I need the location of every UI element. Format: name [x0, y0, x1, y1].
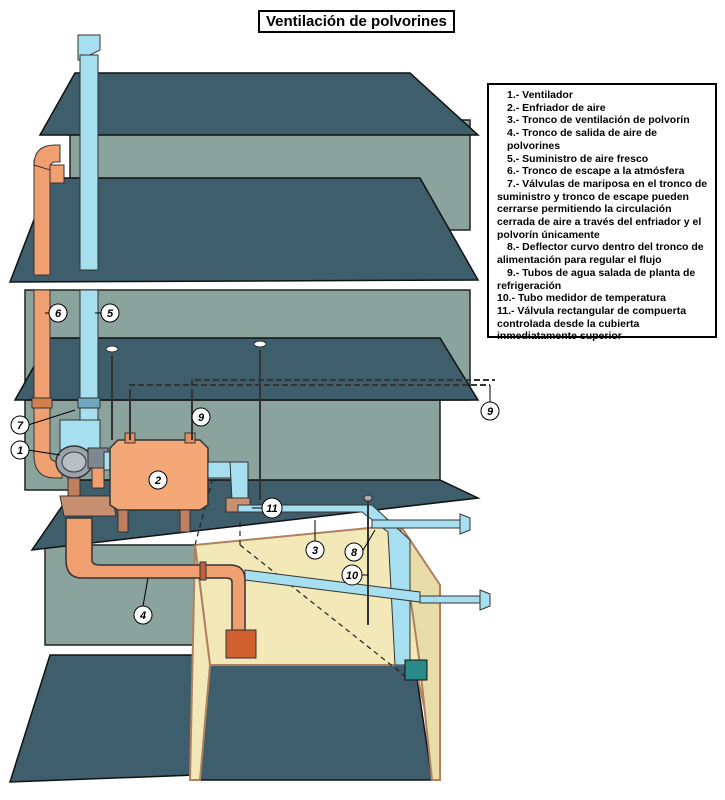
callout-9a-label: 9	[198, 412, 205, 424]
callout-8-label: 8	[351, 547, 358, 559]
legend-item: 3.- Tronco de ventilación de polvorín	[507, 114, 690, 127]
callout-4-label: 4	[139, 610, 146, 622]
supply-trunk	[59, 34, 101, 451]
legend-item: 9.- Tubos de agua salada de planta de re…	[497, 266, 696, 292]
callout-1-label: 1	[17, 445, 23, 457]
legend-item: 1.- Ventilador	[507, 89, 573, 101]
callout-7: 7	[10, 409, 76, 435]
callout-10: 10	[341, 564, 368, 586]
legend-item: 7.- Válvulas de mariposa en el tronco de…	[497, 177, 708, 241]
callout-5-label: 5	[107, 308, 114, 320]
legend-item: 10.- Tubo medidor de temperatura	[497, 292, 666, 305]
callout-11: 11	[252, 497, 283, 519]
legend-item: 8.- Deflector curvo dentro del tronco de…	[497, 241, 704, 267]
callout-1: 1	[10, 440, 61, 460]
legend-item: 5.- Suministro de aire fresco	[507, 152, 649, 165]
callout-11-label: 11	[266, 503, 277, 515]
callout-5: 5	[95, 303, 120, 323]
legend-item: 4.- Tronco de salida de aire de polvorin…	[507, 127, 657, 152]
legend-item: 6.- Tronco de escape a la atmósfera	[507, 165, 685, 178]
legend-item: 11.- Válvula rectangular de compuerta co…	[497, 304, 687, 343]
callout-10-label: 10	[346, 570, 359, 582]
callout-6-label: 6	[55, 308, 62, 320]
callout-3: 3	[305, 520, 325, 560]
legend-box: 1.- Ventilador 2.- Enfriador de aire 3.-…	[487, 83, 717, 342]
diagram-title: Ventilación de polvorines	[258, 10, 455, 33]
callout-2-label: 2	[154, 475, 161, 487]
callout-9-pipes: 9	[480, 385, 500, 421]
seawater-pipes	[105, 340, 495, 500]
exhaust-trunk	[31, 144, 65, 479]
callout-2: 2	[148, 470, 168, 490]
callout-7-label: 7	[17, 420, 24, 432]
callout-3-label: 3	[312, 545, 318, 557]
callout-4: 4	[133, 577, 153, 625]
callout-9-cooler: 9	[191, 407, 211, 427]
legend-item: 2.- Enfriador de aire	[507, 101, 606, 114]
callout-6: 6	[45, 303, 68, 323]
magazine-exhaust-trunk	[65, 517, 257, 659]
fan-unit	[55, 445, 117, 517]
callout-8: 8	[344, 529, 376, 562]
callout-9b-label: 9	[487, 406, 494, 418]
